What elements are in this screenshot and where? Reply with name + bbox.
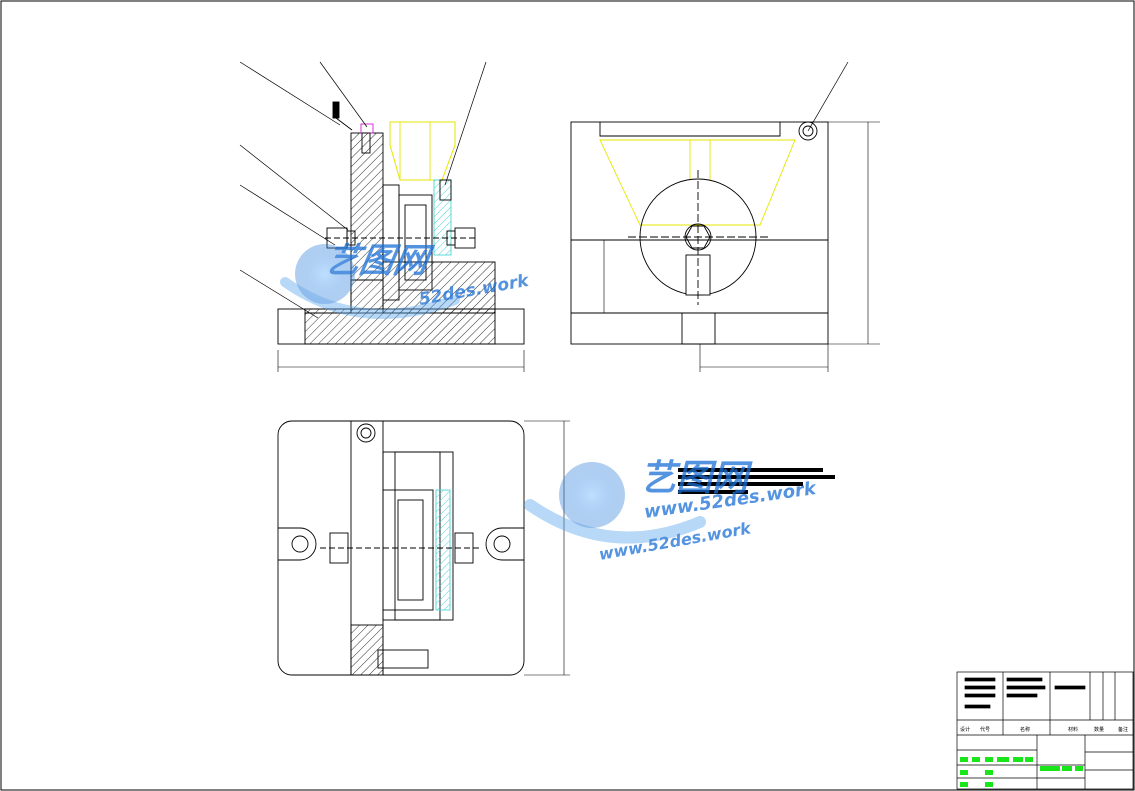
title-label-name: 名称: [1020, 726, 1030, 733]
top-view: [277, 420, 570, 676]
title-label-qty: 数量: [1094, 726, 1104, 733]
title-block: [956, 671, 1134, 790]
title-label-code: 代号: [980, 726, 990, 733]
side-view: [570, 121, 880, 372]
technical-requirements: [678, 468, 835, 494]
front-section-view: [277, 101, 525, 372]
title-label-material: 材料: [1068, 726, 1078, 733]
watermark-brand-upper: 艺图网: [322, 241, 436, 281]
watermark-lower: 艺图网 www.52des.work www.52des.work: [524, 458, 818, 564]
watermark-brand-lower: 艺图网: [640, 458, 753, 499]
title-label-remark: 备注: [1118, 726, 1128, 733]
title-block-labels: 设计 代号 名称 材料 数量 备注: [960, 726, 1128, 733]
title-label-design: 设计: [960, 726, 970, 733]
leader-lines: [239, 61, 849, 319]
